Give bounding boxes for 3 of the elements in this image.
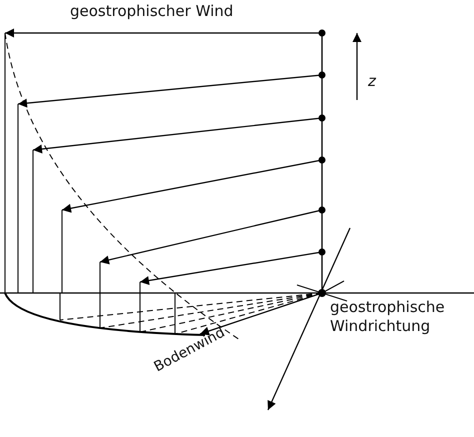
axis-label: z	[368, 72, 376, 91]
direction-label: geostrophische Windrichtung	[330, 298, 446, 336]
vector-label: geostrophischer Wind	[70, 2, 234, 21]
